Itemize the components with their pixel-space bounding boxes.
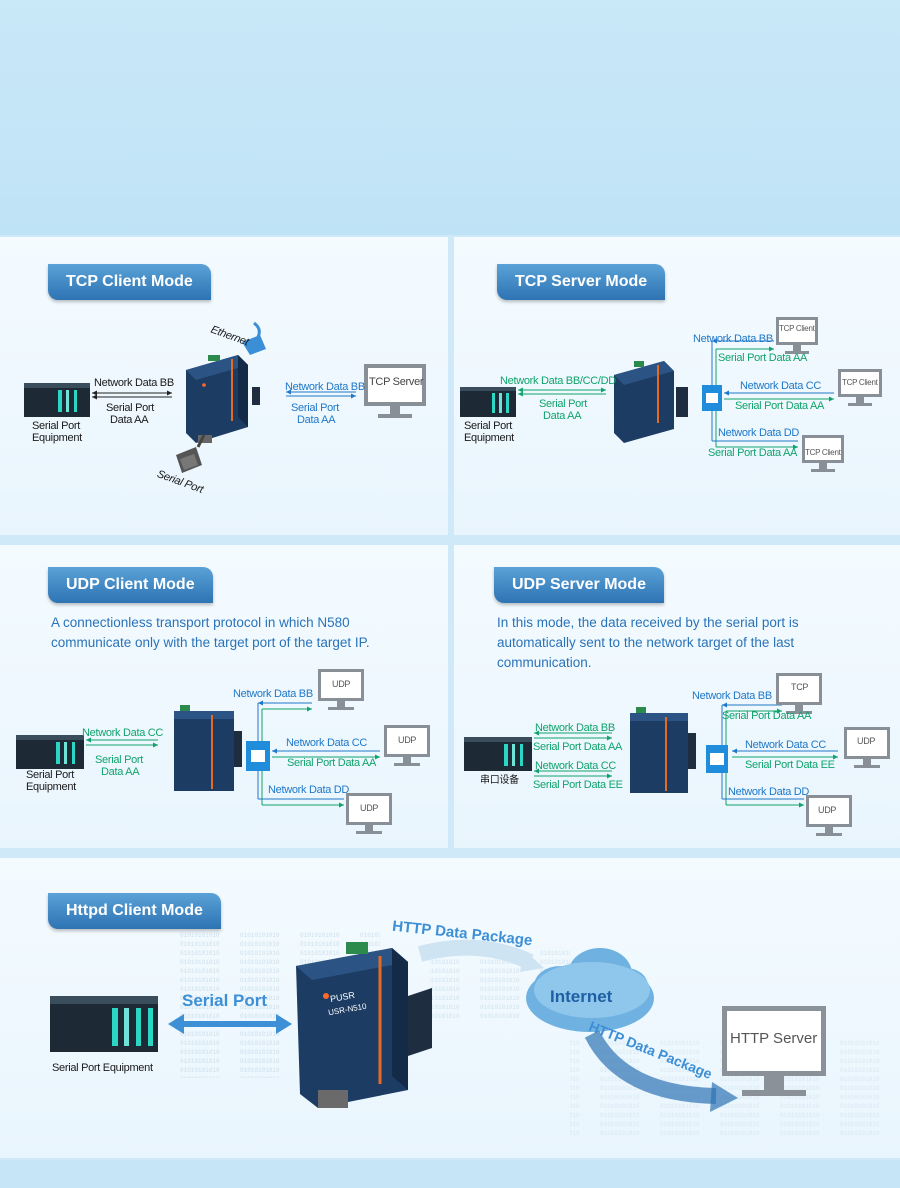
top-banner-area [0,0,900,235]
usr-device-icon [614,361,688,443]
udp-client-net-dd-label: Network Data DD [268,784,350,796]
httpd-serial-port-label: Serial Port [182,991,268,1010]
udp-server-net-dd-label: Network Data DD [728,786,810,798]
tcp-server-left-serial-label-1: Serial Port [539,398,588,410]
tcp-server-net-bb-label: Network Data BB [693,333,773,345]
ethernet-hub-icon [706,745,728,773]
tcp-client-network-label: Network Data BB [94,377,174,389]
tcp-client-label-2: TCP Client [842,378,878,387]
tcp-server-monitor-icon [364,364,426,418]
tcp-client-equipment-label-2: Equipment [32,432,82,444]
tcp-client-monitor-icon [776,317,818,354]
tcp-server-left-serial-label-2: Data AA [543,410,582,422]
udp-client-ser-aa-label: Serial Port Data AA [287,757,377,769]
udp-client-left-serial-label-2: Data AA [101,766,140,778]
udp-client-equipment-label-1: Serial Port [26,769,75,781]
udp-client-desc-1: A connectionless transport protocol in w… [51,615,350,630]
usr-device-icon [296,942,432,1108]
tcp-server-ser-aa-label-2: Serial Port Data AA [735,400,825,412]
tcp-client-right-serial-label-2: Data AA [297,414,336,426]
tcp-client-title: TCP Client Mode [48,264,211,300]
ethernet-cable-icon [242,321,266,355]
udp-server-desc-2: automatically sent to the network target… [497,635,795,650]
udp-server-ser-ee-label: Serial Port Data EE [745,759,835,771]
udp-client-net-cc-label: Network Data CC [286,737,368,749]
tcp-client-equipment-label-1: Serial Port [32,420,81,432]
tcp-server-ser-aa-label-1: Serial Port Data AA [718,352,808,364]
udp-server-net-cc-label: Network Data CC [745,739,827,751]
httpd-client-diagram [50,939,826,1112]
serial-cable-icon [176,434,206,473]
udp-server-left-net-bb-label: Network Data BB [535,722,615,734]
udp-server-diagram [464,673,890,836]
udp-label-1: UDP [332,679,351,689]
serial-equipment-icon [460,387,516,417]
double-arrow-icon [168,1014,292,1034]
udp-server-ser-aa-label: Serial Port Data AA [722,710,812,722]
udp-label-4: UDP [857,736,876,746]
tcp-monitor-icon [776,673,822,714]
udp-monitor-icon [318,669,364,710]
tcp-client-right-serial-label-1: Serial Port [291,402,340,414]
udp-monitor-icon [844,727,890,768]
tcp-label: TCP [791,682,809,692]
tcp-client-label-1: TCP Client [779,324,815,333]
udp-server-left-ser-aa-label: Serial Port Data AA [533,741,623,753]
usr-device-icon [186,355,260,443]
internet-cloud-icon [526,948,654,1032]
udp-label-3: UDP [360,803,379,813]
http-server-monitor-icon [722,1006,826,1096]
udp-client-left-network-label: Network Data CC [82,727,164,739]
tcp-server-ser-aa-label-3: Serial Port Data AA [708,447,798,459]
udp-monitor-icon [384,725,430,766]
udp-client-diagram [16,669,430,834]
ethernet-hub-icon [246,741,270,771]
udp-client-left-serial-label-1: Serial Port [95,754,144,766]
tcp-server-equipment-label-2: Equipment [464,432,514,444]
tcp-client-monitor-icon [838,369,882,406]
udp-monitor-icon [806,795,852,836]
udp-server-desc-3: communication. [497,655,592,670]
tcp-server-label: TCP Server [369,376,424,388]
udp-label-5: UDP [818,805,837,815]
udp-server-desc-1: In this mode, the data received by the s… [497,615,799,630]
udp-client-net-bb-label: Network Data BB [233,688,313,700]
udp-client-desc-2: communicate only with the target port of… [51,635,370,650]
httpd-client-title: Httpd Client Mode [48,893,221,929]
udp-server-left-net-cc-label: Network Data CC [535,760,617,772]
internet-label: Internet [550,987,613,1006]
tcp-client-right-network-label: Network Data BB [285,381,365,393]
tcp-server-net-cc-label: Network Data CC [740,380,822,392]
usr-device-icon [630,707,696,793]
serial-equipment-icon [16,735,84,769]
tcp-client-serial-label-2: Data AA [110,414,149,426]
tcp-server-title: TCP Server Mode [497,264,666,300]
tcp-client-serial-label-1: Serial Port [106,402,155,414]
udp-client-equipment-label-2: Equipment [26,781,76,793]
bottom-band [0,1160,900,1188]
udp-server-left-ser-ee-label: Serial Port Data EE [533,779,623,791]
tcp-server-net-dd-label: Network Data DD [718,427,800,439]
ethernet-hub-icon [702,385,722,411]
tcp-server-left-network-label: Network Data BB/CC/DD [500,375,616,387]
tcp-server-diagram [460,317,882,472]
bottom-flow-arrow [584,1030,738,1112]
httpd-equipment-label: Serial Port Equipment [52,1062,153,1074]
serial-equipment-icon [24,383,90,417]
udp-monitor-icon [346,793,392,834]
serial-equipment-icon [50,996,158,1052]
top-flow-arrow [417,939,544,972]
udp-server-net-bb-label: Network Data BB [692,690,772,702]
serial-equipment-icon [464,737,532,771]
udp-server-equipment-label: 串口设备 [480,775,519,786]
udp-label-2: UDP [398,735,417,745]
tcp-client-label-3: TCP Client [805,448,841,457]
usr-device-icon [174,705,242,791]
tcp-client-monitor-icon [802,435,844,472]
tcp-client-diagram [24,321,426,473]
tcp-server-equipment-label-1: Serial Port [464,420,513,432]
udp-client-title: UDP Client Mode [48,567,213,603]
http-server-label: HTTP Server [730,1030,818,1047]
udp-server-title: UDP Server Mode [494,567,664,603]
